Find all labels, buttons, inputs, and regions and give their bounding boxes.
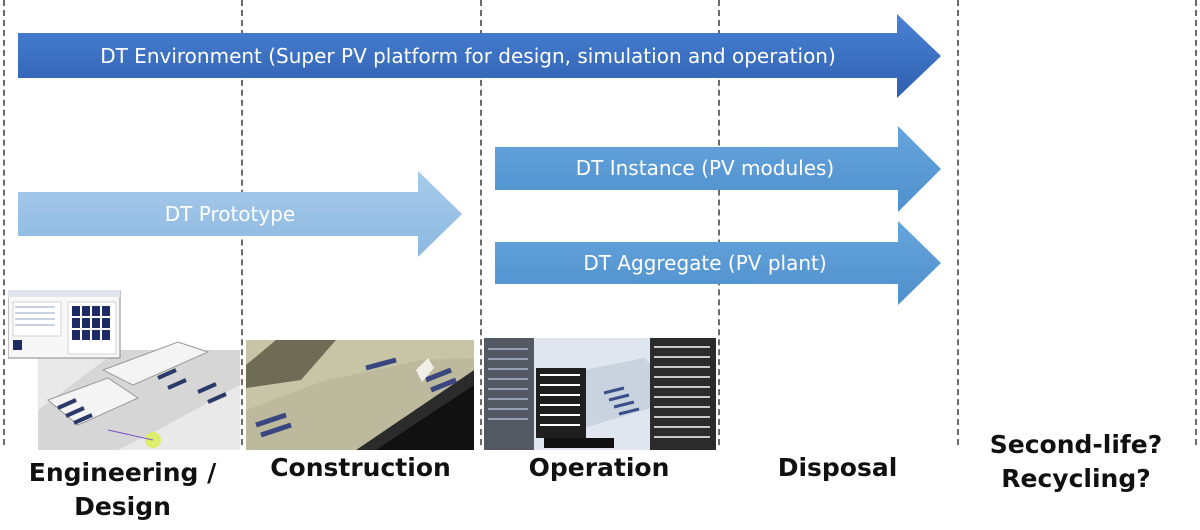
phase-divider xyxy=(1195,0,1197,445)
construction-screenshot xyxy=(246,340,474,450)
phase-divider xyxy=(480,0,482,445)
instance-arrow xyxy=(495,126,941,212)
phase-construction: Construction xyxy=(270,453,451,482)
phase-second-life-line1: Second-life? xyxy=(989,430,1163,459)
operation-screenshot xyxy=(484,338,716,450)
phase-divider xyxy=(3,0,5,445)
phase-second-life-line2: Recycling? xyxy=(1001,463,1151,493)
phase-operation: Operation xyxy=(528,453,670,482)
environment-arrow xyxy=(18,14,941,98)
aggregate-label: DT Aggregate (PV plant) xyxy=(583,251,827,275)
phase-engineering-line2: Design xyxy=(74,491,171,521)
phase-divider xyxy=(957,0,959,445)
prototype-label: DT Prototype xyxy=(164,202,296,226)
prototype-arrow xyxy=(18,171,462,257)
phase-divider xyxy=(718,0,720,445)
environment-label: DT Environment (Super PV platform for de… xyxy=(100,44,836,68)
phase-second-life: Second-life? Recycling? xyxy=(957,428,1195,496)
phase-disposal: Disposal xyxy=(777,453,898,482)
engineering-screenshot xyxy=(8,290,240,450)
phase-engineering-line1: Engineering / xyxy=(28,458,217,487)
instance-label: DT Instance (PV modules) xyxy=(575,156,835,180)
aggregate-arrow xyxy=(495,221,941,305)
phase-engineering: Engineering / Design xyxy=(0,456,245,524)
